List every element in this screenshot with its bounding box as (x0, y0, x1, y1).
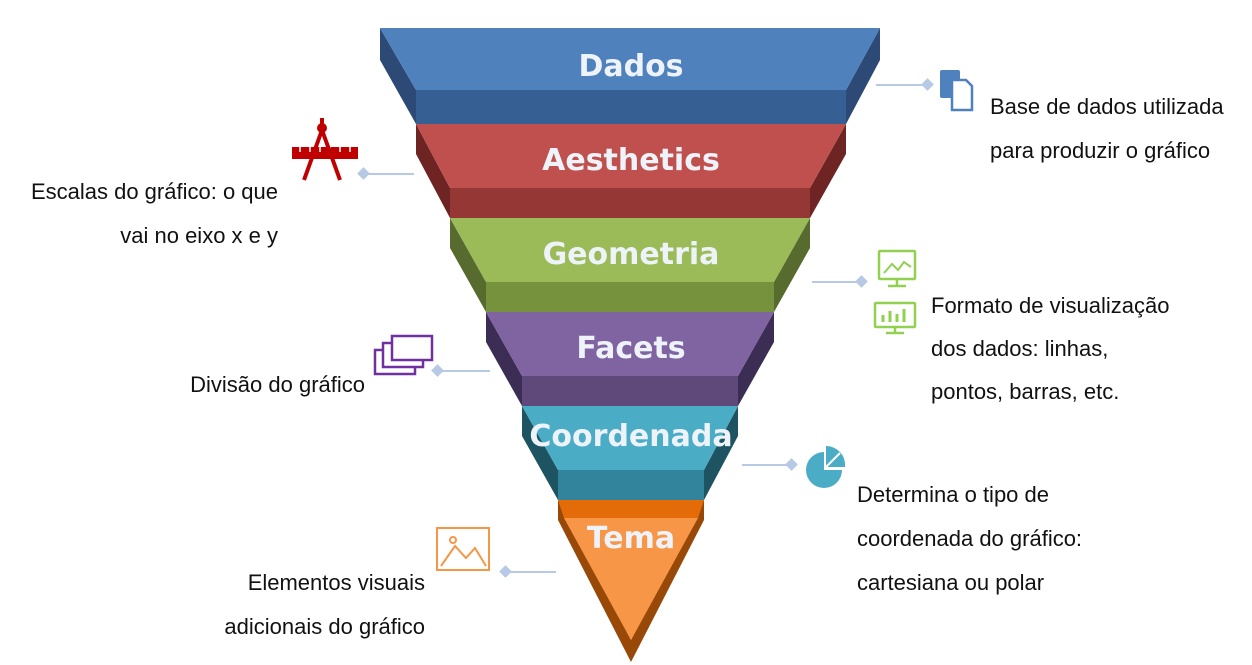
layer-label-coordenada: Coordenada (529, 419, 732, 454)
description-geometria: Formato de visualização dos dados: linha… (931, 284, 1169, 413)
pie-chart-icon (806, 445, 846, 488)
layer-dados: Dados (380, 28, 880, 124)
description-dados-line-2: para produzir o gráfico (990, 138, 1211, 163)
description-facets-line-1: Divisão do gráfico (190, 372, 365, 397)
description-geometria-line-2: dos dados: linhas, (931, 336, 1109, 361)
layer-label-tema: Tema (587, 521, 675, 556)
layer-label-facets: Facets (576, 331, 685, 366)
connectors (357, 78, 934, 578)
layer-tema: Tema (558, 500, 704, 662)
layer-coordenada: Coordenada (522, 406, 738, 500)
description-aesthetics-line-1: Escalas do gráfico: o que (30, 179, 278, 204)
description-coordenada: Determina o tipo de coordenada do gráfic… (857, 473, 1082, 605)
description-dados: Base de dados utilizada para produzir o … (990, 85, 1224, 173)
layer-aesthetics: Aesthetics (416, 124, 846, 218)
image-icon (436, 527, 490, 571)
description-geometria-line-3: pontos, barras, etc. (931, 379, 1120, 404)
stacked-windows-icon (373, 334, 434, 376)
description-facets: Divisão do gráfico (150, 363, 365, 407)
layer-label-geometria: Geometria (543, 237, 720, 272)
description-tema-line-2: adicionais do gráfico (224, 614, 425, 639)
description-aesthetics: Escalas do gráfico: o que vai no eixo x … (8, 170, 278, 258)
description-dados-line-1: Base de dados utilizada (990, 94, 1224, 119)
document-icon (940, 70, 974, 112)
layer-label-aesthetics: Aesthetics (542, 143, 720, 178)
description-geometria-line-1: Formato de visualização (931, 293, 1170, 318)
description-aesthetics-line-2: vai no eixo x e y (120, 223, 278, 248)
layer-label-dados: Dados (578, 49, 683, 84)
description-tema-line-1: Elementos visuais (247, 570, 425, 595)
layer-geometria: Geometria (450, 218, 810, 312)
description-coordenada-line-2: coordenada do gráfico: (857, 526, 1083, 551)
layer-facets: Facets (486, 312, 774, 406)
description-coordenada-line-3: cartesiana ou polar (857, 570, 1045, 595)
description-tema: Elementos visuais adicionais do gráfico (150, 561, 425, 649)
compass-ruler-icon (292, 118, 358, 181)
monitor-chart-icon (873, 249, 917, 335)
description-coordenada-line-1: Determina o tipo de (857, 482, 1049, 507)
